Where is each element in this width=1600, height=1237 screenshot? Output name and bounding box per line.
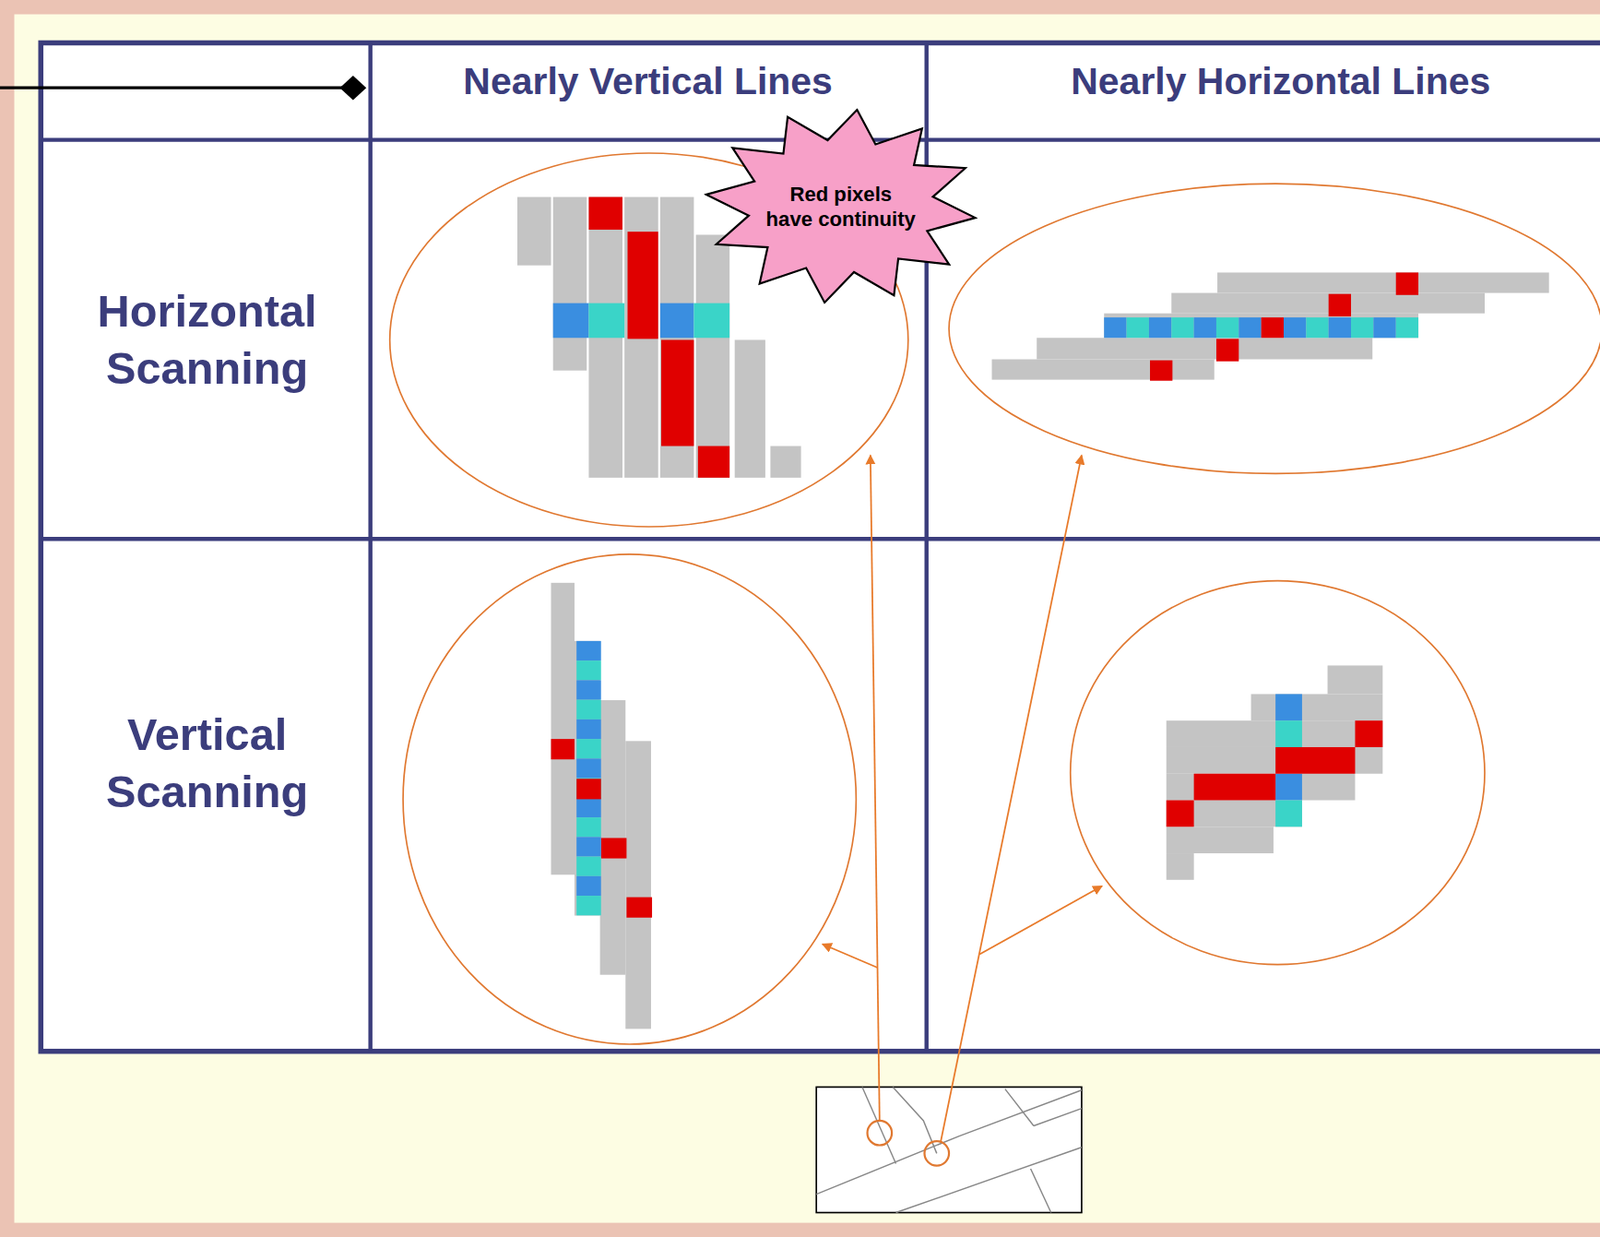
pixel <box>1216 338 1239 361</box>
map-inset <box>816 1086 1082 1212</box>
pixel <box>1103 317 1126 338</box>
pointer-diamond <box>339 75 367 101</box>
table-frame <box>40 42 1600 1051</box>
pixel <box>770 446 801 478</box>
pixel <box>576 817 602 837</box>
pixel <box>1351 317 1374 338</box>
map-lines <box>816 1086 1082 1212</box>
pixel <box>1261 317 1284 338</box>
pixel <box>1149 317 1172 338</box>
pixel <box>1283 317 1306 338</box>
pixel <box>1166 853 1195 880</box>
zoom-ellipse <box>1070 580 1485 965</box>
pixel <box>576 758 602 778</box>
pixel <box>553 303 590 339</box>
pixel <box>1166 746 1384 774</box>
pixel <box>1166 800 1303 828</box>
pixel <box>1238 317 1261 338</box>
pixel <box>1149 360 1173 381</box>
pixel <box>1275 800 1303 828</box>
pixel <box>1171 317 1194 338</box>
leader-arrow <box>822 944 878 968</box>
pixel <box>576 699 602 720</box>
pixel <box>1373 317 1396 338</box>
callout-text: Red pixels have continuity <box>757 181 925 231</box>
pixel <box>628 231 659 339</box>
pixel <box>1275 693 1303 721</box>
pixel <box>576 738 602 759</box>
column-header: Nearly Horizontal Lines <box>1070 59 1491 103</box>
pixel <box>1328 294 1352 317</box>
pixel <box>588 303 625 339</box>
leader-arrow <box>979 885 1103 954</box>
location-circle <box>867 1120 893 1146</box>
pixel <box>1251 693 1384 721</box>
pixel <box>553 197 588 371</box>
pixel <box>1171 293 1485 314</box>
pixel <box>1328 317 1352 338</box>
pixel <box>1275 746 1355 774</box>
pixel <box>551 738 575 759</box>
pixel <box>626 897 652 918</box>
pixel <box>601 837 628 858</box>
grid-line <box>40 536 1600 541</box>
pixel <box>693 303 730 339</box>
pixel <box>1217 272 1550 293</box>
pixel <box>600 699 627 975</box>
pixel <box>576 679 602 700</box>
column-header: Nearly Vertical Lines <box>462 59 833 103</box>
pixel <box>576 856 602 877</box>
pixel <box>625 740 652 1029</box>
pixel-grid <box>517 197 1550 1030</box>
pixel <box>1103 313 1419 339</box>
pixel <box>1126 317 1150 338</box>
pixel <box>1396 272 1419 295</box>
pixel <box>1354 720 1383 747</box>
pixel <box>1194 773 1277 801</box>
pixel <box>588 197 623 230</box>
pixel <box>1166 826 1274 854</box>
pixel <box>1275 773 1303 801</box>
pixel <box>1275 720 1303 747</box>
pixel <box>576 719 602 739</box>
pixel <box>1396 317 1419 338</box>
pixel <box>517 197 552 266</box>
pixel <box>576 797 602 818</box>
pixel <box>1166 800 1195 828</box>
pixel <box>660 303 695 339</box>
grid-line <box>367 42 372 1051</box>
pixel <box>576 660 602 680</box>
pixel <box>624 197 659 478</box>
pixel <box>1194 317 1217 338</box>
location-circle <box>924 1140 949 1166</box>
pixel <box>576 778 602 799</box>
pixel <box>1166 720 1384 747</box>
pixel <box>1166 773 1356 801</box>
pixel <box>576 836 602 856</box>
pixel <box>734 339 766 477</box>
zoom-ellipse <box>948 183 1600 474</box>
pixel <box>576 876 602 896</box>
leader-arrow <box>870 455 880 1121</box>
pixel <box>576 895 602 915</box>
leader-arrow <box>940 455 1082 1142</box>
pixel <box>696 234 731 477</box>
pixel <box>1216 317 1239 338</box>
starburst-shape <box>703 107 978 304</box>
row-header: Horizontal Scanning <box>64 283 351 398</box>
pixel <box>660 197 695 478</box>
pixel <box>1036 337 1373 359</box>
pixel <box>661 339 694 446</box>
pixel <box>1305 317 1328 338</box>
starburst-callout: Red pixels have continuity <box>703 107 978 304</box>
pixel <box>992 358 1215 380</box>
row-header: Vertical Scanning <box>64 706 351 821</box>
pixel <box>551 582 575 875</box>
zoom-ellipse <box>402 554 856 1044</box>
pointer-line <box>0 86 344 90</box>
pixel <box>576 640 602 661</box>
pixel <box>1327 664 1384 694</box>
pixel <box>698 446 730 478</box>
